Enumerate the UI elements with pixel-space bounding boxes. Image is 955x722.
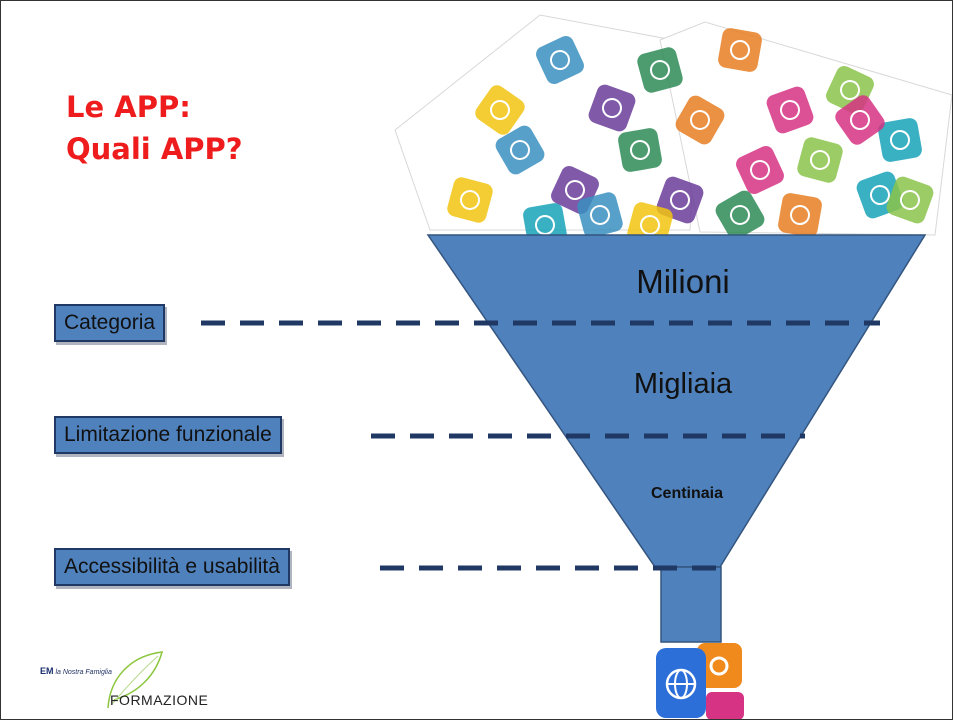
app-icon	[736, 146, 784, 194]
app-icon	[766, 86, 814, 134]
title-line-1: Le APP:	[66, 90, 191, 124]
app-icon	[718, 28, 762, 72]
app-icon	[778, 193, 822, 237]
logo-main-text: FORMAZIONE	[110, 692, 209, 708]
formazione-logo: EM la Nostra Famiglia FORMAZIONE	[40, 648, 240, 716]
title-line-2: Quali APP?	[66, 132, 243, 166]
app-icon	[447, 177, 493, 223]
slide-title: Le APP: Quali APP?	[66, 86, 243, 170]
app-icon	[475, 85, 525, 135]
output-icons	[656, 643, 744, 720]
app-icon	[797, 137, 843, 183]
app-icon	[577, 192, 623, 238]
level-centinaia: Centinaia	[651, 485, 723, 502]
gear-icon	[697, 643, 742, 688]
funnel-spout	[660, 566, 722, 643]
app-icon	[886, 176, 934, 224]
logo-small-text: EM la Nostra Famiglia	[40, 666, 112, 676]
filter-categoria: Categoria	[54, 304, 166, 342]
level-migliaia: Migliaia	[634, 368, 733, 400]
filter-limitazione-funzionale: Limitazione funzionale	[54, 416, 282, 454]
app-icon	[588, 84, 636, 132]
app-icon	[835, 95, 885, 145]
app-icons-scatter	[447, 28, 934, 248]
filter-accessibilita-usabilita: Accessibilità e usabilità	[54, 548, 290, 586]
app-icon	[495, 125, 545, 175]
app-icon	[618, 128, 662, 172]
level-milioni: Milioni	[636, 263, 730, 300]
app-icon	[675, 95, 725, 145]
leaf-icon	[107, 651, 164, 709]
app-icon	[878, 118, 922, 162]
app-icon	[536, 36, 584, 84]
app-icon	[715, 190, 765, 240]
app-icon	[637, 47, 683, 93]
